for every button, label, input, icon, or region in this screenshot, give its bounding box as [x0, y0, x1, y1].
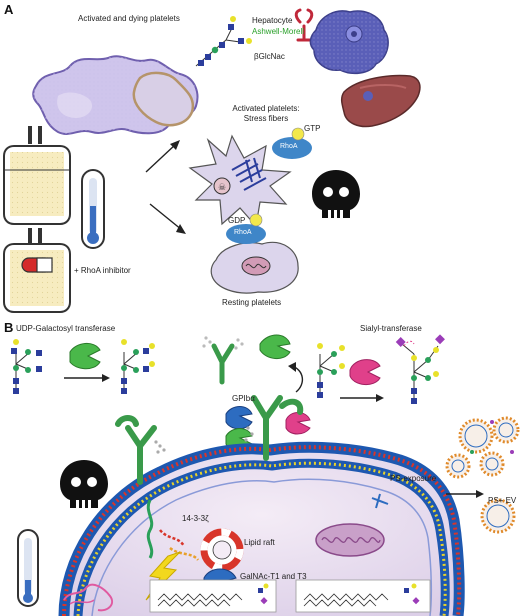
ashwell-label: Ashwell-Morell	[252, 27, 305, 36]
activated-platelet: ☠	[188, 134, 292, 228]
udp-label: UDP-Galactosyl transferase	[16, 324, 116, 333]
hepatocyte-label: Hepatocyte	[252, 16, 293, 25]
receptor-membrane-middle	[244, 395, 304, 461]
pink-squiggle	[63, 583, 114, 612]
lipid-structure-right	[295, 579, 431, 613]
receptor-floating-1	[202, 336, 244, 385]
protein-1433-label: 14-3-3ζ	[182, 514, 209, 523]
lifebuoy-icon	[200, 528, 244, 572]
dying-platelets-label: Activated and dying platelets	[78, 14, 180, 23]
arrow-to-activated	[145, 140, 180, 173]
inhibitor-label: + RhoA inhibitor	[74, 266, 131, 275]
enzyme-floating-green	[259, 334, 291, 359]
gdp-label: GDP	[228, 216, 246, 225]
curved-arrow	[288, 362, 303, 393]
gpib-label: GPIbα	[232, 394, 255, 403]
cytoskeleton	[146, 499, 199, 561]
blood-bag-icon-2	[3, 228, 71, 313]
lipid-raft-label: Lipid raft	[244, 538, 275, 547]
panel-b-letter: B	[4, 320, 14, 335]
panel-a-letter: A	[4, 2, 14, 17]
mitochondrion-icon	[315, 523, 385, 557]
stress-label-2: Stress fibers	[243, 114, 289, 123]
gtp-label: GTP	[304, 124, 321, 133]
glycan-udp-right	[121, 339, 155, 394]
glycan-udp-left	[11, 339, 42, 394]
enzyme-blue-1	[225, 406, 253, 430]
glycan-chain-a	[195, 16, 252, 67]
rhoa-gtp-complex	[272, 127, 312, 159]
ashwell-receptor	[294, 8, 314, 42]
resting-platelet	[210, 213, 299, 294]
ps-exposure-marker	[371, 493, 389, 509]
skull-icon	[312, 170, 360, 218]
arrow-sialyl	[340, 394, 384, 402]
thermometer-icon-b	[17, 529, 39, 607]
blood-bag-icon	[3, 126, 71, 225]
pill-icon	[21, 257, 53, 273]
arrow-to-resting	[149, 203, 186, 234]
svg-text:☠: ☠	[218, 183, 226, 193]
rhoa-bottom-label: RhoA	[234, 229, 252, 236]
glycan-sialyl-right	[395, 334, 445, 404]
ps-ev-label: PS+ EV	[488, 496, 517, 505]
arrow-ps	[446, 490, 484, 498]
resting-label: Resting platelets	[222, 298, 282, 307]
ps-exposure-label: PS-exposure	[390, 474, 437, 483]
thermometer-icon	[81, 169, 105, 249]
hepatocyte-icon	[309, 10, 389, 75]
ev-vesicles	[445, 416, 520, 534]
skull-icon-b	[60, 460, 108, 508]
rhoa-top-label: RhoA	[280, 143, 298, 150]
receptor-membrane-left	[115, 415, 166, 485]
dying-platelets	[32, 55, 199, 135]
sialyl-label: Sialyl-transferase	[360, 324, 422, 333]
liver-icon	[340, 74, 421, 128]
lipid-structure-left	[149, 579, 277, 613]
arrow-udp	[64, 374, 110, 382]
enzyme-pink-2	[285, 412, 311, 435]
glycan-sialyl-left	[317, 343, 345, 398]
galnac-label: GalNAc-T1 and T3	[240, 572, 307, 581]
enzyme-udp	[69, 343, 101, 370]
enzyme-sialyl	[349, 359, 381, 385]
glcnac-label: βGlcNac	[254, 52, 285, 61]
stress-label-1: Activated platelets:	[232, 104, 300, 113]
